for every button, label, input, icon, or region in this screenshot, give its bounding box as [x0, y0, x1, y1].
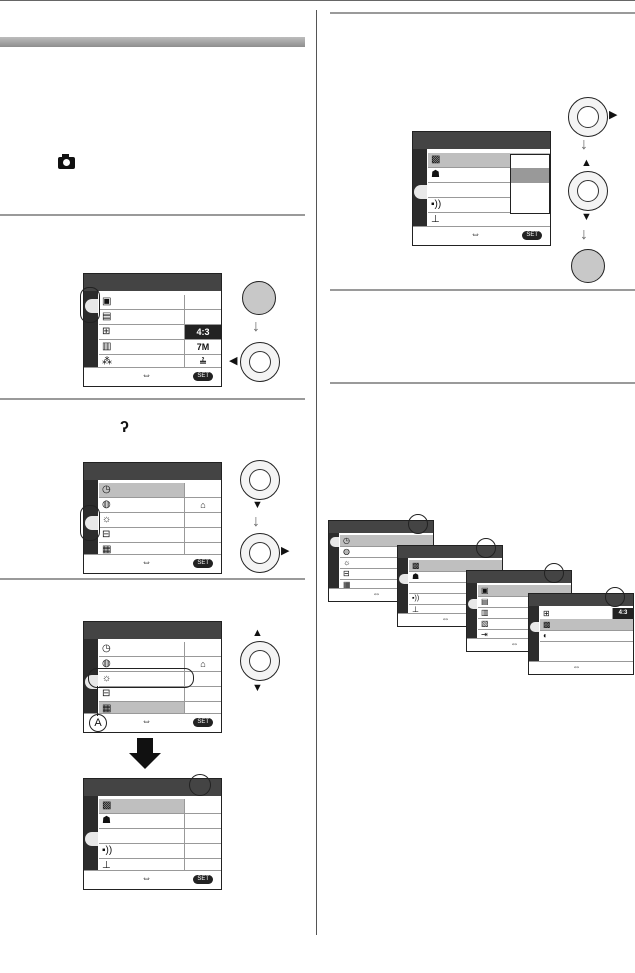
menu-screen-rec: ▣ ▤ ⊞4:3 ▥7M ⁂≟ ⇔SET	[83, 273, 222, 387]
cursor-button-icon[interactable]	[240, 342, 280, 382]
camera-icon	[58, 154, 75, 169]
down-triangle-icon: ▼	[581, 211, 592, 223]
tab-highlight-circle	[80, 287, 100, 323]
right-triangle-icon: ▶	[281, 545, 290, 557]
menu-row-beep[interactable]: ▪))	[99, 844, 221, 859]
menu-row[interactable]: ⁂≟	[99, 355, 221, 369]
callout-line	[97, 686, 98, 716]
down-arrow-icon: ↓	[580, 226, 588, 243]
down-triangle-icon: ▼	[252, 499, 263, 511]
menu-row[interactable]: ▣	[99, 295, 221, 310]
page-number-circle	[605, 587, 625, 607]
page-top-rule	[0, 0, 635, 1]
down-arrow-icon: ↓	[252, 513, 260, 530]
menu-row-guide[interactable]: ⊟	[99, 687, 221, 702]
menu-row-sharpness[interactable]: ⊥	[99, 859, 221, 873]
down-arrow-icon: ↓	[252, 318, 260, 335]
step-divider-6	[330, 382, 635, 384]
section-header-band	[0, 37, 305, 47]
menu-set-button-icon[interactable]	[571, 249, 605, 283]
menu-row-blank[interactable]	[428, 183, 550, 198]
cursor-button-icon[interactable]	[240, 533, 280, 573]
menu-row-travel[interactable]: ▦	[99, 702, 221, 716]
wrench-icon: ʔ	[120, 419, 129, 436]
submenu-popup	[510, 154, 550, 214]
menu-screen-setup: ◷ ◍⌂ ☼ ⊟ ▦ ⇔SET	[83, 462, 222, 574]
left-triangle-icon: ◀	[229, 355, 238, 367]
highlight-oval	[88, 668, 194, 688]
menu-row-sharpness[interactable]: ⊥	[431, 214, 440, 225]
menu-row-travel[interactable]: ▦	[99, 543, 221, 557]
page-number-circle	[544, 563, 564, 583]
down-triangle-icon: ▼	[252, 682, 263, 694]
step-divider-4	[330, 12, 635, 14]
menu-row-brightness[interactable]: ☼	[99, 672, 221, 687]
column-divider	[316, 10, 317, 935]
menu-row[interactable]: ▥7M	[99, 340, 221, 355]
up-triangle-icon: ▲	[252, 627, 263, 639]
menu-row-clock[interactable]: ◷	[99, 642, 221, 657]
down-arrow-icon: ↓	[580, 136, 588, 153]
menu-row-sleep[interactable]: ☗	[428, 168, 550, 183]
cursor-button-icon[interactable]	[240, 460, 280, 500]
page-number-circle	[189, 774, 211, 796]
cursor-button-icon[interactable]	[568, 171, 608, 211]
menu-set-button-icon[interactable]	[242, 281, 276, 315]
step-divider-5	[330, 289, 635, 291]
menu-row-blank[interactable]	[99, 829, 221, 844]
menu-row-brightness[interactable]: ☼	[99, 513, 221, 528]
cursor-button-icon[interactable]	[240, 641, 280, 681]
submenu-selected[interactable]	[511, 168, 549, 182]
page-number-circle	[408, 514, 428, 534]
cursor-button-icon[interactable]	[568, 97, 608, 137]
menu-row-world-time[interactable]: ◍⌂	[99, 657, 221, 672]
page-number-circle	[476, 538, 496, 558]
menu-row-world-time[interactable]: ◍⌂	[99, 498, 221, 513]
menu-row-beep[interactable]: ▪))	[428, 198, 550, 213]
menu-screen-submenu: ▩ ☗ ▪)) ⊥ ⇔SET	[412, 131, 551, 246]
menu-row-sleep[interactable]: ☗	[99, 814, 221, 829]
tab-highlight-circle	[80, 505, 100, 541]
menu-row-clock[interactable]: ◷	[99, 483, 221, 498]
step-divider-2	[0, 398, 305, 400]
step-divider-3	[0, 578, 305, 580]
menu-row-guide[interactable]: ⊟	[99, 528, 221, 543]
menu-screen-setup-page2: ▩ ☗ ▪)) ⊥ ⇔SET	[83, 778, 222, 890]
menu-row-scene[interactable]: ▩	[99, 799, 221, 814]
menu-row[interactable]: ⊞4:3	[99, 325, 221, 340]
up-triangle-icon: ▲	[581, 157, 592, 169]
menu-row[interactable]: ▤	[99, 310, 221, 325]
right-triangle-icon: ▶	[609, 109, 618, 121]
step-divider-1	[0, 214, 305, 216]
menu-screen-setup-travel: ◷ ◍⌂ ☼ ⊟ ▦ ⇔SET	[83, 621, 222, 733]
callout-label-a: A	[89, 714, 107, 732]
